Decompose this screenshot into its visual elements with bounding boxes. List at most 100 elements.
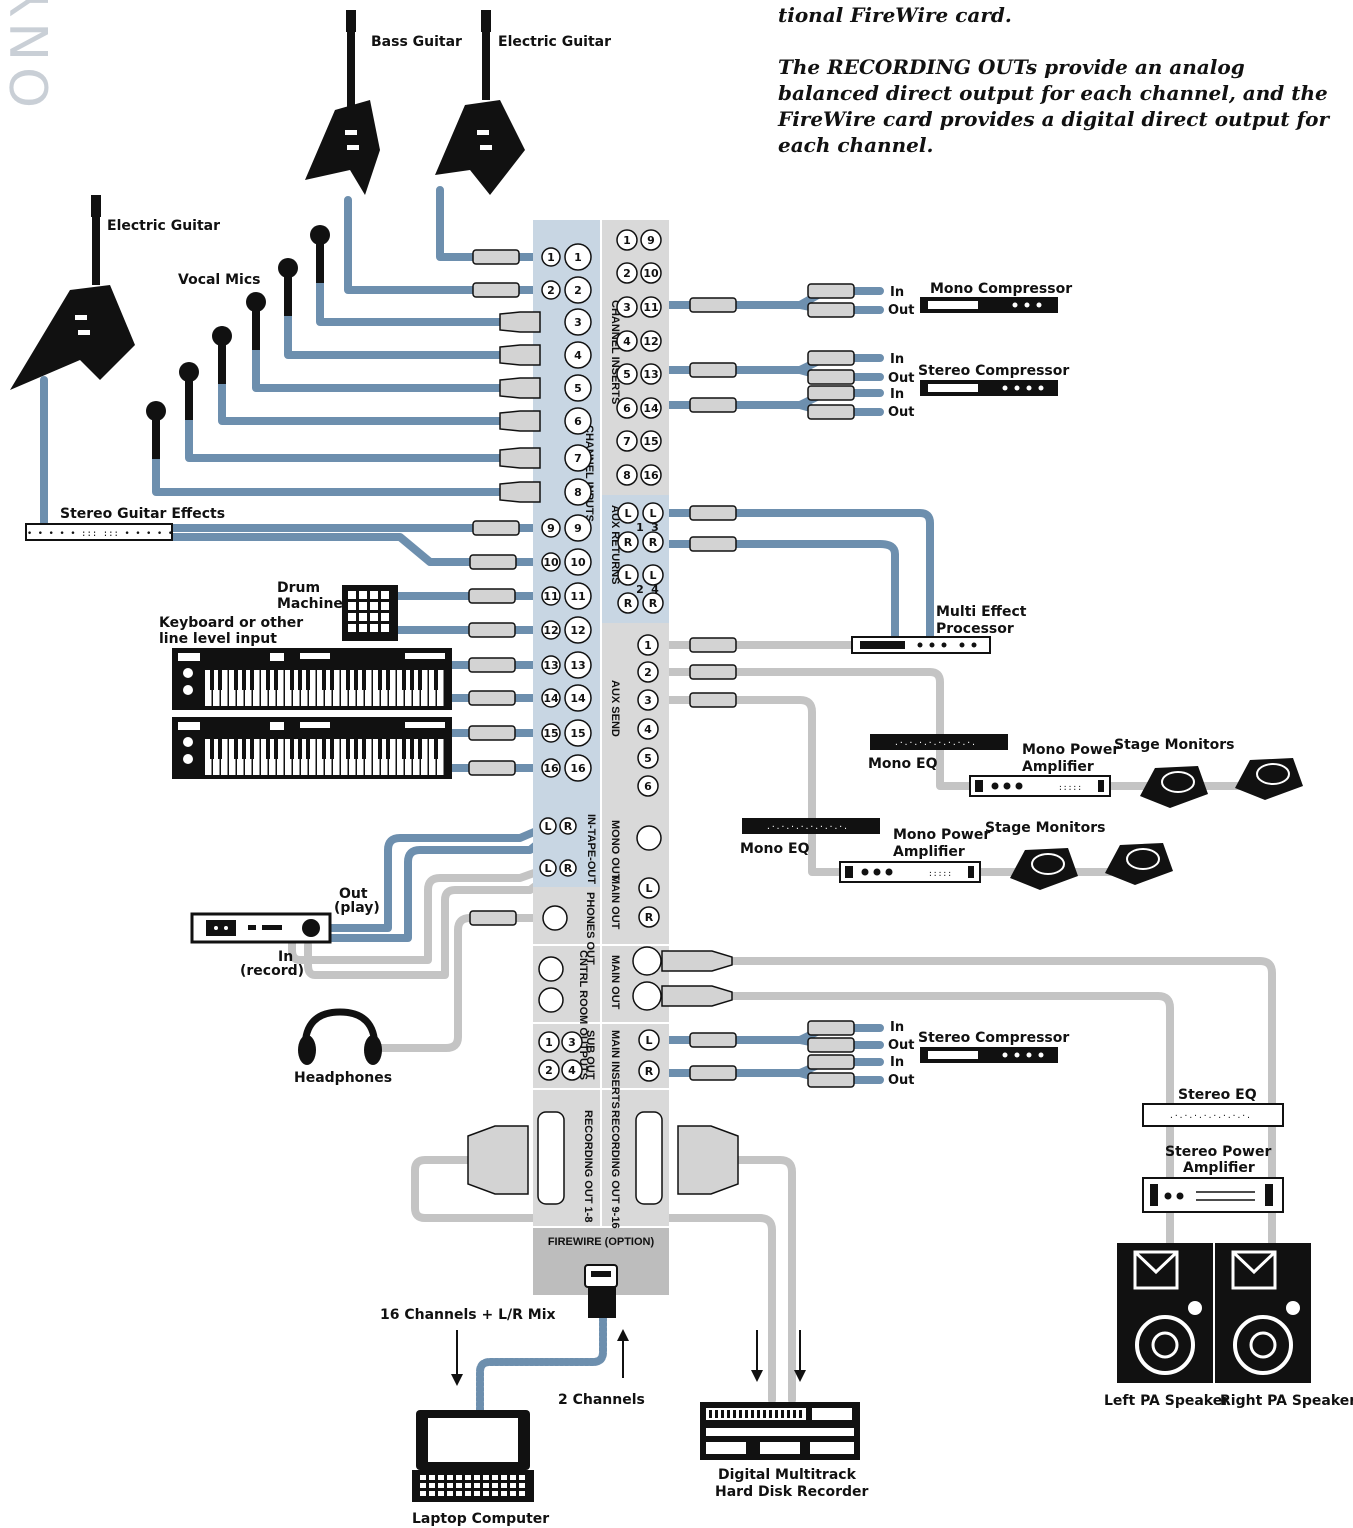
mono-power-amp-2-unit: ::::: bbox=[839, 861, 981, 883]
keyboard-1-icon bbox=[172, 648, 452, 710]
sub-out-2: 2 bbox=[545, 1064, 553, 1077]
aux-return-3-r: R bbox=[649, 536, 658, 549]
electric-guitar-left-icon bbox=[10, 195, 135, 390]
main-out-l: L bbox=[645, 882, 652, 895]
phones-jack bbox=[542, 905, 568, 931]
io-in-5: In bbox=[890, 1055, 904, 1070]
db25-recording-out-1-8 bbox=[537, 1111, 565, 1205]
label-electric-guitar-top: Electric Guitar bbox=[498, 34, 611, 50]
label-keyboard-1: Keyboard or other bbox=[159, 615, 303, 631]
label-channel-inputs: CHANNEL INPUTS bbox=[583, 425, 595, 522]
cable-rec-out-9-16 bbox=[734, 1156, 796, 1404]
channel-line-input-15: 15 bbox=[543, 727, 558, 740]
main-xlr-l bbox=[632, 946, 662, 976]
label-stage-monitors-1: Stage Monitors bbox=[1114, 737, 1234, 753]
label-aux-send: AUX SEND bbox=[609, 680, 621, 737]
insert-16: 16 bbox=[643, 469, 659, 482]
cable-plug-1 bbox=[472, 249, 520, 265]
insert-8: 8 bbox=[623, 469, 631, 482]
signal-arrows bbox=[451, 1329, 806, 1386]
channel-input-12: 12 bbox=[570, 624, 585, 637]
ctrl-room-jack-r bbox=[538, 987, 564, 1013]
channel-input-14: 14 bbox=[570, 692, 586, 705]
channel-line-input-16: 16 bbox=[543, 762, 559, 775]
label-recorder-1: Digital Multitrack bbox=[718, 1467, 857, 1483]
tape-in-l: L bbox=[544, 820, 551, 833]
label-stage-monitors-2: Stage Monitors bbox=[985, 820, 1105, 836]
aux-send-4: 4 bbox=[644, 723, 652, 736]
main-xlr-plug-2 bbox=[661, 985, 733, 1007]
xlr-plug-8 bbox=[499, 481, 541, 503]
io-out-3: Out bbox=[888, 405, 915, 420]
channel-input-15: 15 bbox=[570, 727, 585, 740]
cable-plug-29 bbox=[807, 1054, 855, 1070]
stereo-compressor-bottom-unit bbox=[920, 1047, 1058, 1063]
insert-4: 4 bbox=[623, 335, 631, 348]
xlr-plug-4 bbox=[499, 344, 541, 366]
cable-tape-in bbox=[288, 864, 552, 964]
vocal-mics bbox=[146, 225, 330, 459]
aux-return-3-l: L bbox=[649, 507, 656, 520]
label-headphones: Headphones bbox=[294, 1070, 392, 1086]
main-insert-r: R bbox=[645, 1065, 654, 1078]
bass-guitar-icon bbox=[305, 10, 380, 195]
label-mono-compressor: Mono Compressor bbox=[930, 281, 1072, 297]
right-pa-speaker-icon bbox=[1215, 1243, 1311, 1383]
cable-plug-28 bbox=[807, 1037, 855, 1053]
vocal-mic-icon-5 bbox=[179, 362, 199, 420]
cable-plug-26 bbox=[689, 1065, 737, 1081]
intro-paragraph-2: The RECORDING OUTs provide an analog bal… bbox=[778, 55, 1330, 157]
io-in-2: In bbox=[890, 352, 904, 367]
cable-plug-21 bbox=[689, 536, 737, 552]
cable-headphones bbox=[376, 914, 544, 1052]
aux-return-4-r: R bbox=[649, 597, 658, 610]
io-out-4: Out bbox=[888, 1038, 915, 1053]
watermark: ONY bbox=[1, 0, 61, 108]
cable-plug-14 bbox=[807, 283, 855, 299]
cable-rec-out-1-8 bbox=[411, 1156, 776, 1404]
cable-plug-22 bbox=[689, 637, 737, 653]
channel-line-input-13: 13 bbox=[543, 659, 558, 672]
tape-recorder-unit bbox=[190, 912, 332, 944]
label-drum-2: Machine bbox=[277, 596, 343, 612]
dsub-cable-plug-right bbox=[677, 1125, 739, 1195]
db25-recording-out-9-16 bbox=[635, 1111, 663, 1205]
svg-text::::::: ::::: bbox=[1058, 783, 1082, 792]
stage-monitor-icon-3 bbox=[1010, 848, 1078, 890]
insert-3: 3 bbox=[623, 301, 631, 314]
cable-mic-7 bbox=[185, 366, 544, 462]
label-mono-power-amp-1a: Mono Power bbox=[1022, 742, 1119, 758]
label-stereo-power-amp-2: Amplifier bbox=[1183, 1160, 1255, 1176]
vocal-mic-icon-2 bbox=[278, 258, 298, 316]
digital-multitrack-recorder-icon bbox=[700, 1402, 860, 1460]
channel-input-9: 9 bbox=[574, 522, 582, 535]
insert-11: 11 bbox=[643, 301, 658, 314]
label-bass-guitar: Bass Guitar bbox=[371, 34, 462, 50]
label-16-channels: 16 Channels + L/R Mix bbox=[380, 1307, 556, 1323]
aux-return-jacks: L R L R L R L R 1 3 2 4 bbox=[617, 502, 664, 614]
cable-main-out-r bbox=[728, 992, 1174, 1254]
label-mono-power-amp-2a: Mono Power bbox=[893, 827, 990, 843]
channel-input-11: 11 bbox=[570, 590, 585, 603]
label-electric-guitar-left: Electric Guitar bbox=[107, 218, 220, 234]
cable-plug-23 bbox=[689, 664, 737, 680]
cable-aux-send-2 bbox=[656, 668, 974, 790]
label-tape-in-2: (record) bbox=[240, 963, 304, 979]
sub-out-4: 4 bbox=[568, 1064, 576, 1077]
cable-main-out-l bbox=[728, 957, 1276, 1254]
io-in-3: In bbox=[890, 387, 904, 402]
xlr-plug-7 bbox=[499, 447, 541, 469]
label-keyboard-2: line level input bbox=[159, 631, 277, 647]
tape-jacks: L R L R bbox=[539, 817, 577, 877]
multi-effect-processor-unit bbox=[851, 636, 991, 654]
channel-input-4: 4 bbox=[574, 349, 582, 362]
insert-6: 6 bbox=[623, 402, 631, 415]
label-stereo-guitar-effects: Stereo Guitar Effects bbox=[60, 506, 225, 522]
io-out-2: Out bbox=[888, 371, 915, 386]
channel-input-10: 10 bbox=[570, 556, 586, 569]
xlr-plug-3 bbox=[499, 311, 541, 333]
label-stereo-power-amp-1: Stereo Power bbox=[1165, 1144, 1271, 1160]
label-drum-1: Drum bbox=[277, 580, 320, 596]
